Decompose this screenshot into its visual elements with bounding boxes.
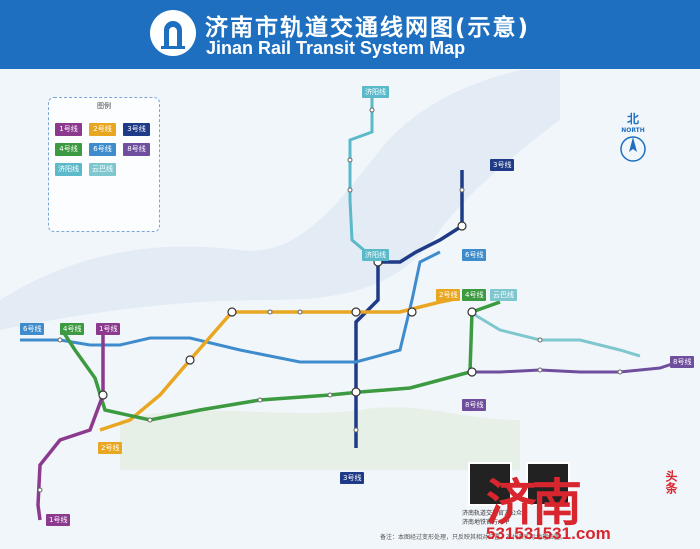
badge-line-1-south: 1号线 (46, 514, 71, 526)
station-interchange[interactable] (407, 307, 417, 317)
badge-jiyang-mid: 济阳线 (362, 249, 389, 261)
line-8 (472, 358, 685, 374)
station[interactable] (537, 367, 543, 373)
station[interactable] (617, 369, 623, 375)
page-title-en: Jinan Rail Transit System Map (206, 38, 466, 58)
legend-line-2: 2号线 (89, 123, 116, 136)
badge-line-3-south: 3号线 (340, 472, 365, 484)
north-label-cn: 北 (626, 112, 639, 126)
line-2 (99, 296, 461, 432)
legend-line-yunba: 云巴线 (89, 163, 116, 176)
station[interactable] (369, 107, 375, 113)
legend-line-jiyang: 济阳线 (55, 163, 82, 176)
badge-jiyang-north: 济阳线 (362, 86, 389, 98)
legend-title: 图例 (97, 102, 111, 110)
station-interchange[interactable] (98, 390, 108, 400)
header-banner: 济南市轨道交通线网图(示意) Jinan Rail Transit System… (0, 0, 700, 69)
station-interchange[interactable] (457, 221, 467, 231)
map-lines (0, 70, 685, 521)
badge-line-3-north: 3号线 (490, 159, 515, 171)
station[interactable] (37, 487, 43, 493)
legend-line-8: 8号线 (123, 143, 150, 156)
station[interactable] (267, 309, 273, 315)
station[interactable] (57, 337, 63, 343)
qr-label-app: 济南地铁官方APP (462, 519, 510, 526)
yunba-line (469, 310, 641, 358)
jiyang-line (348, 95, 379, 264)
station[interactable] (459, 187, 465, 193)
brand-side-text: 头条 (664, 470, 678, 494)
line-3 (354, 170, 464, 448)
badge-line-4-west: 4号线 (60, 323, 85, 335)
legend-line-6: 6号线 (89, 143, 116, 156)
station[interactable] (297, 309, 303, 315)
north-arrow: 北 NORTH (616, 110, 650, 168)
park-area (120, 407, 520, 470)
badge-line-2-east: 2号线 (436, 289, 461, 301)
badge-line-1-west: 1号线 (96, 323, 121, 335)
station-interchange[interactable] (351, 307, 361, 317)
map-legend: 图例 1号线 2号线 3号线 4号线 6号线 8号线 济阳线 云巴线 (48, 97, 160, 232)
station-interchange[interactable] (467, 307, 477, 317)
qr-code-app[interactable] (526, 462, 570, 506)
line-6 (20, 250, 441, 364)
watermark-url: 531531531.com (486, 524, 611, 543)
station-interchange[interactable] (351, 387, 361, 397)
river-area (0, 70, 560, 330)
station-interchange[interactable] (185, 355, 195, 365)
badge-line-8-east: 8号线 (670, 356, 695, 368)
page-title-cn: 济南市轨道交通线网图(示意) (205, 15, 531, 41)
rail-map (0, 69, 700, 549)
legend-line-1: 1号线 (55, 123, 82, 136)
station[interactable] (537, 337, 543, 343)
qr-label-wechat: 济南轨道交通官方公众号 (462, 510, 529, 517)
regular-stations (37, 107, 623, 493)
station[interactable] (257, 397, 263, 403)
badge-line-6-east: 6号线 (462, 249, 487, 261)
badge-yunba-east: 云巴线 (490, 289, 517, 301)
metro-logo-icon (150, 10, 196, 56)
badge-line-2-south: 2号线 (98, 442, 123, 454)
station[interactable] (327, 392, 333, 398)
compass-icon (620, 136, 646, 162)
line-1 (36, 330, 105, 521)
qr-code-wechat[interactable] (468, 462, 512, 506)
line-4 (60, 300, 501, 422)
station[interactable] (353, 427, 359, 433)
badge-line-4-east: 4号线 (462, 289, 487, 301)
station-interchange[interactable] (467, 367, 477, 377)
station[interactable] (347, 157, 353, 163)
badge-line-6-west: 6号线 (20, 323, 45, 335)
badge-line-8-south: 8号线 (462, 399, 487, 411)
footer-note: 备注：本图经过变形处理，只反映其相对位置，不代表实际地理位置。 (380, 534, 567, 541)
station[interactable] (147, 417, 153, 423)
legend-line-3: 3号线 (123, 123, 150, 136)
brand-logo: 济南 (486, 473, 582, 532)
station[interactable] (347, 187, 353, 193)
station-interchange[interactable] (227, 307, 237, 317)
north-label-en: NORTH (621, 127, 645, 134)
legend-line-4: 4号线 (55, 143, 82, 156)
